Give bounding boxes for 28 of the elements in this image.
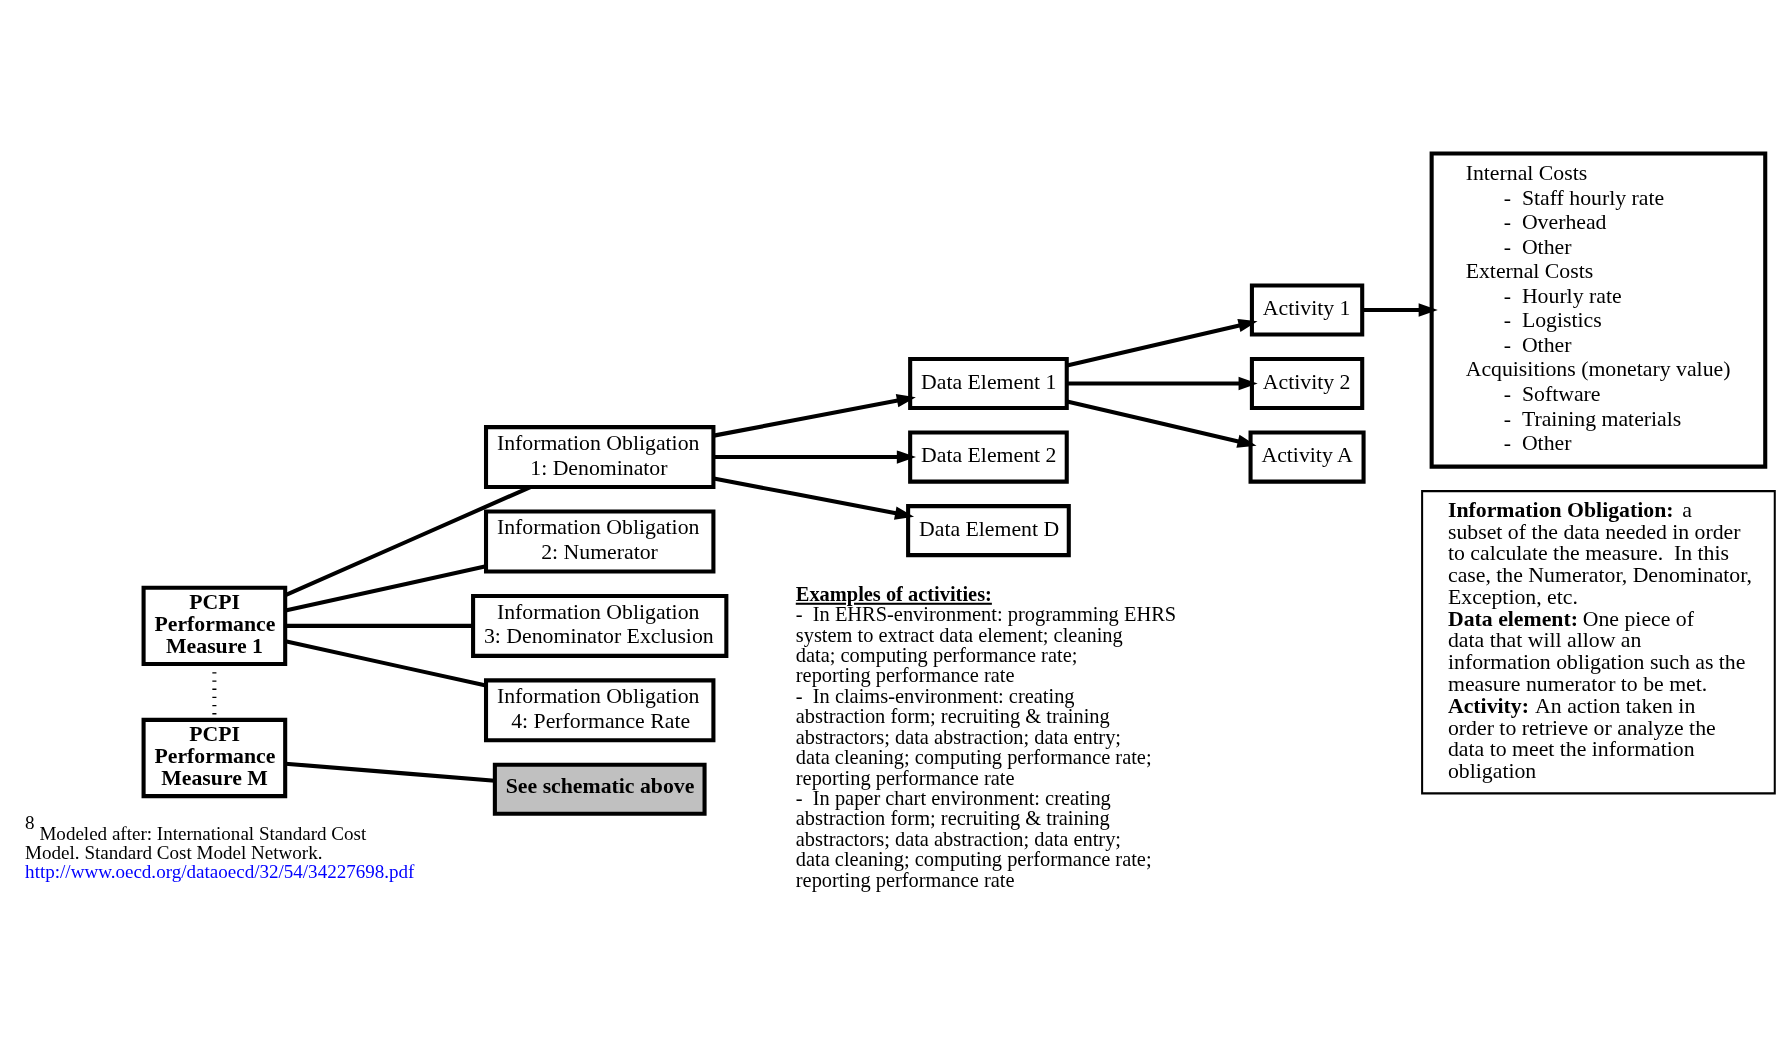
arrow <box>713 394 916 438</box>
arrow <box>713 476 915 520</box>
connector <box>285 639 487 688</box>
connector <box>284 485 532 597</box>
node-box: See schematic above <box>492 762 707 816</box>
arrow <box>1066 399 1257 448</box>
node-box: Information Obligation 1: Denominator <box>483 425 716 490</box>
node-box: Information Obligation 3: Denominator Exclusion <box>471 593 729 658</box>
arrow <box>1362 303 1438 317</box>
node-box: Data Element 2 <box>908 430 1069 484</box>
arrow <box>713 450 916 464</box>
node-box: PCPI Performance Measure M <box>141 717 288 799</box>
node-box: Activity 1 <box>1249 283 1365 337</box>
arrow <box>1066 319 1258 368</box>
node-box: Activity 2 <box>1249 357 1365 411</box>
node-box: Information Obligation: a subset of the data needed in order to calculate the measure. In this case, the Numerator, Denominator, Exception, etc. Data element: One piece of data that will allow an information obligation such as the measure numerator to be met. Activity: An action taken in order to retrieve or analyze the data to meet the information obligation <box>1421 490 1776 795</box>
node-box: Data Element D <box>906 504 1071 558</box>
node-box: Internal Costs - Staff hourly rate - Overhead - Other External Costs - Hourly rate - Logistics - Other Acquisitions (monetary value) - Software - Training materials - Other <box>1429 151 1768 469</box>
connector <box>285 623 473 628</box>
connector <box>285 564 487 613</box>
connector <box>285 761 495 783</box>
node-box: PCPI Performance Measure 1 <box>141 585 288 667</box>
label: http://www.oecd.org/dataoecd/32/54/34227698.pdf <box>25 861 415 883</box>
arrow <box>1067 376 1258 391</box>
node-box: Data Element 1 <box>908 357 1069 411</box>
node-box: Activity A <box>1248 430 1366 484</box>
node-box: Information Obligation 4: Performance Rate <box>483 678 716 743</box>
node-box: Information Obligation 2: Numerator <box>483 509 716 574</box>
